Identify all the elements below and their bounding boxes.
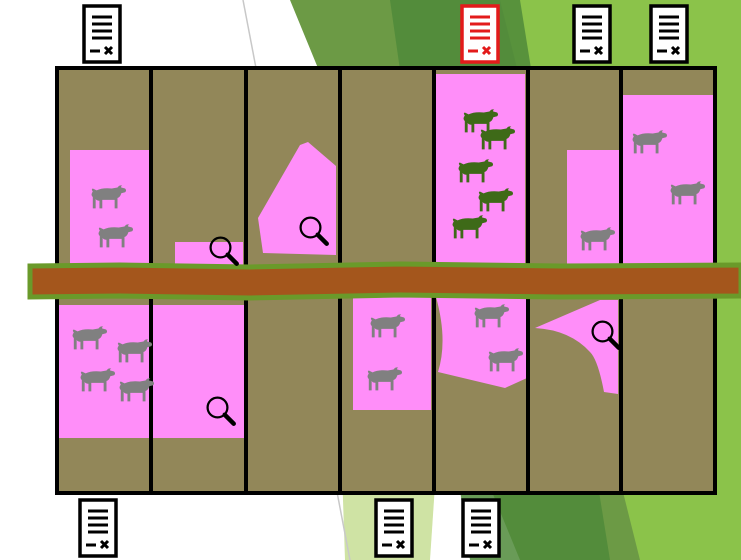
document-icon[interactable] xyxy=(463,500,499,556)
document-icon[interactable] xyxy=(651,6,687,62)
document-icon[interactable] xyxy=(376,500,412,556)
document-icon[interactable] xyxy=(84,6,120,62)
claim-top-7 xyxy=(622,95,715,265)
document-icon[interactable] xyxy=(80,500,116,556)
document-icon[interactable] xyxy=(574,6,610,62)
claim-top-1 xyxy=(70,150,149,265)
claim-top-6 xyxy=(567,150,624,265)
document-icon[interactable] xyxy=(462,6,498,62)
road-band xyxy=(30,264,741,298)
board xyxy=(30,68,741,493)
road xyxy=(30,264,741,298)
claim-bottom-4 xyxy=(353,297,431,410)
